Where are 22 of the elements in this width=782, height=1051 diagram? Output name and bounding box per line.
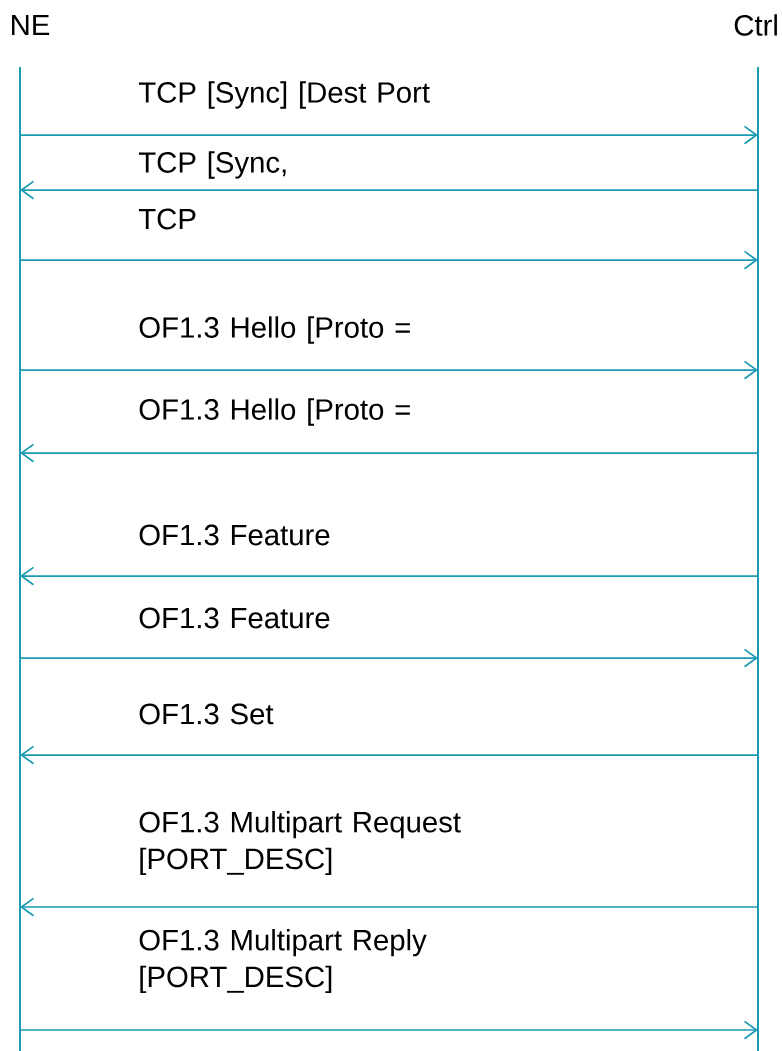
message-label: OF1.3 Feature [139, 524, 330, 546]
message-label: OF1.3 Feature [139, 607, 330, 629]
message-label: TCP [Sync, [138, 151, 286, 179]
message-label: OF1.3 Hello [Proto = [139, 316, 410, 344]
message-arrow [19, 648, 758, 668]
message-arrow [19, 125, 758, 145]
message-arrow [19, 1020, 758, 1040]
message-arrow [20, 745, 759, 765]
lifeline-name: NE [12, 14, 50, 36]
message-arrow [19, 250, 758, 270]
message-arrow [20, 443, 759, 463]
message-label: OF1.3 Multipart Request [PORT_DESC] [139, 811, 461, 875]
message-arrow [20, 180, 759, 200]
message-arrow [19, 360, 758, 380]
message-label: OF1.3 Set [139, 703, 274, 725]
message-label: TCP [Sync] [Dest Port [138, 81, 430, 109]
lifeline-name: Ctrl [734, 14, 777, 36]
message-arrow [20, 897, 759, 917]
message-arrow [20, 566, 759, 586]
message-label: OF1.3 Multipart Reply [PORT_DESC] [139, 929, 427, 993]
message-label: OF1.3 Hello [Proto = [139, 398, 410, 426]
message-label: TCP [138, 208, 196, 230]
